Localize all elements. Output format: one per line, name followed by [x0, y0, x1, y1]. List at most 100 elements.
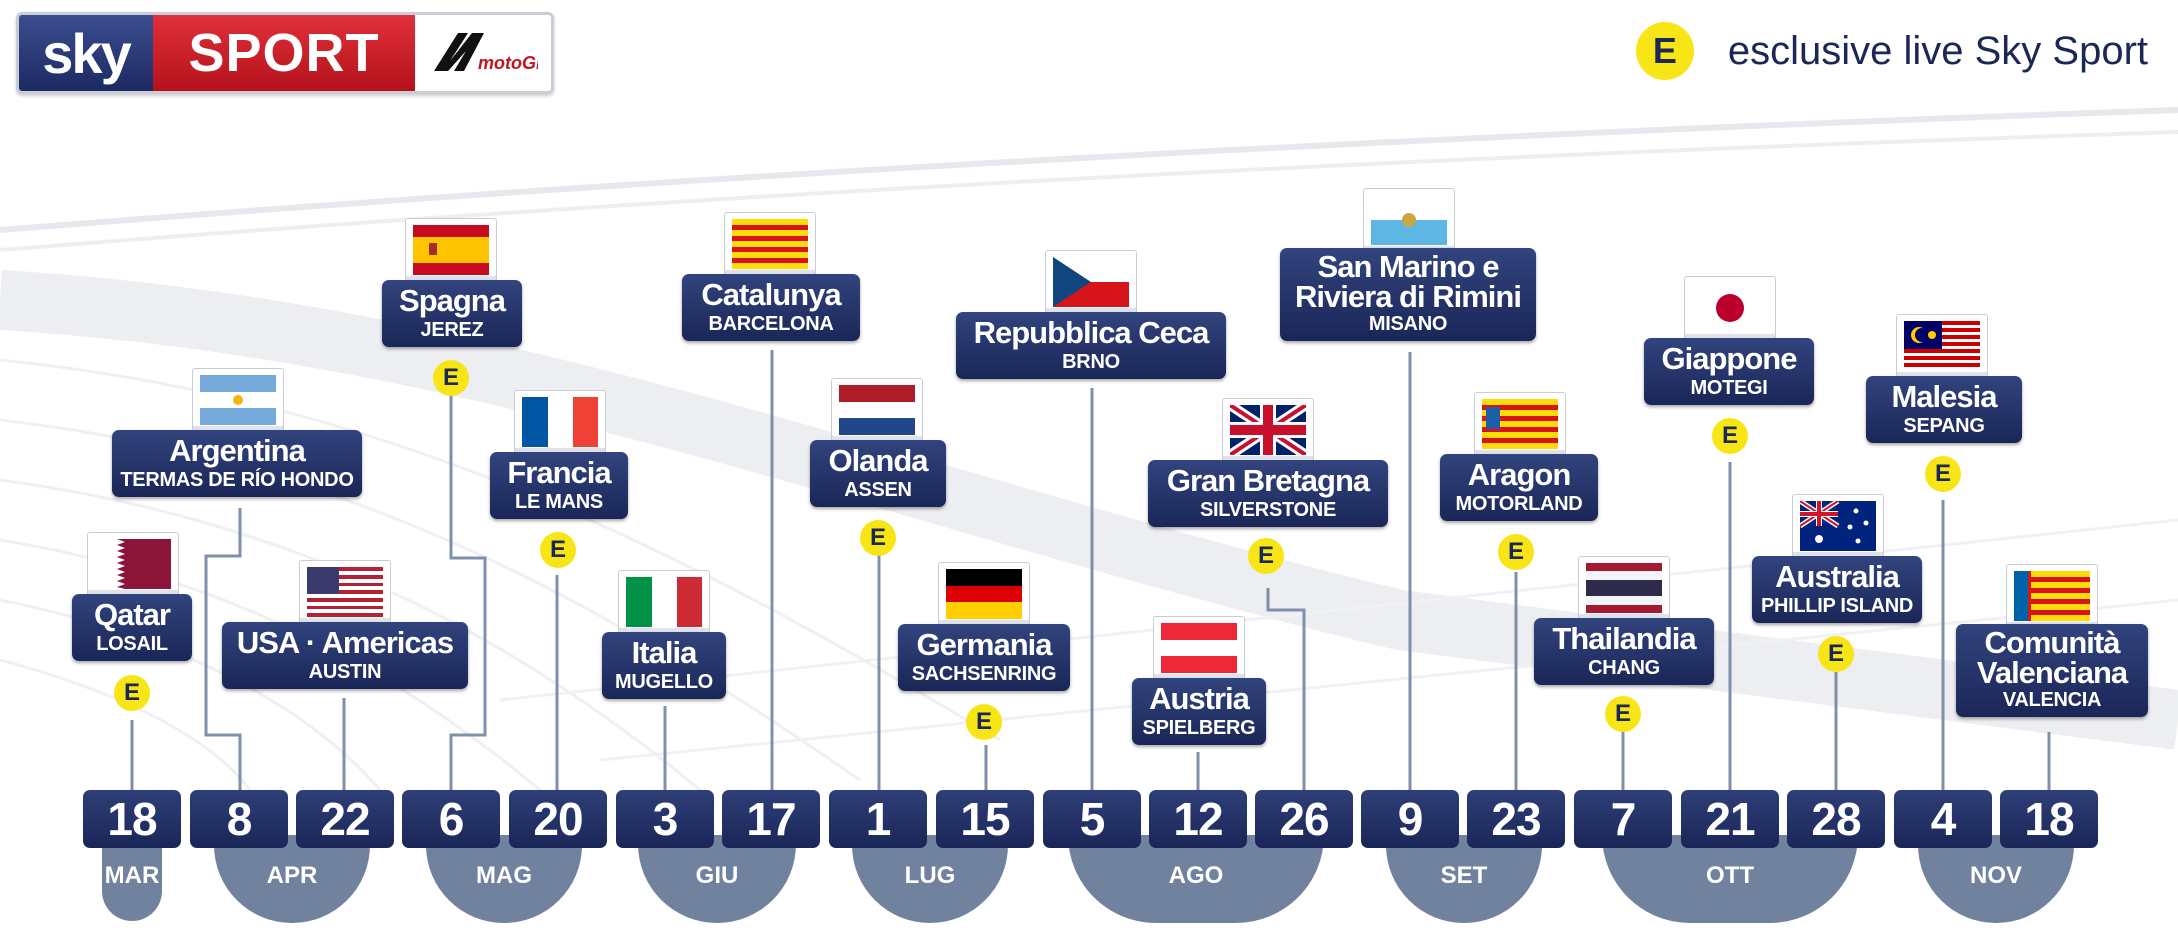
date-box: 21	[1681, 790, 1779, 848]
circuit-name: MUGELLO	[615, 671, 713, 693]
circuit-name: SPIELBERG	[1142, 717, 1256, 739]
month-bowl-ago	[1068, 835, 1324, 923]
japan-flag	[1684, 276, 1776, 340]
logo-sky: sky	[19, 15, 153, 91]
month-label: MAG	[476, 862, 532, 889]
date-box: 5	[1043, 790, 1141, 848]
race-label: Aragon MOTORLAND	[1440, 454, 1598, 521]
country-name: Thailandia	[1552, 621, 1696, 656]
circuit-name: LE MANS	[515, 491, 603, 513]
italy-flag	[618, 570, 710, 634]
date-box: 7	[1574, 790, 1672, 848]
circuit-name: SEPANG	[1903, 415, 1985, 437]
circuit-name: CHANG	[1588, 657, 1660, 679]
month-bowl-ott	[1602, 835, 1858, 923]
race-label: Francia LE MANS	[490, 452, 628, 519]
catalonia-flag	[724, 212, 816, 276]
exclusive-badge: E	[1498, 534, 1534, 570]
legend: E esclusive live Sky Sport	[1635, 22, 2148, 80]
country-name: Giappone	[1661, 341, 1798, 376]
exclusive-badge: E	[114, 675, 150, 711]
circuit-name: LOSAIL	[96, 633, 168, 655]
circuit-name: SILVERSTONE	[1200, 499, 1336, 521]
country-name-line2: Valenciana	[1976, 655, 2128, 690]
circuit-name: BRNO	[1062, 351, 1120, 373]
circuit-name: PHILLIP ISLAND	[1760, 595, 1914, 617]
race-label: Australia PHILLIP ISLAND	[1752, 556, 1922, 623]
month-label: GIU	[695, 862, 739, 889]
circuit-name: SACHSENRING	[911, 663, 1057, 685]
circuit-name: AUSTIN	[308, 661, 382, 683]
country-name: Gran Bretagna	[1166, 463, 1370, 498]
malaysia-flag	[1896, 314, 1988, 378]
germany-flag	[938, 562, 1030, 626]
country-name: Qatar	[94, 597, 171, 632]
date-box: 6	[402, 790, 500, 848]
month-label: NOV	[1969, 862, 2022, 889]
thailand-flag	[1578, 556, 1670, 620]
circuit-name: JEREZ	[420, 319, 484, 341]
country-name-line1: San Marino e	[1317, 249, 1500, 284]
country-name: Australia	[1775, 559, 1900, 594]
race-label: Austria SPIELBERG	[1132, 678, 1266, 745]
country-name: Catalunya	[701, 277, 841, 312]
race-label: USA · Americas AUSTIN	[222, 622, 468, 689]
exclusive-badge: E	[1818, 636, 1854, 672]
race-label: Olanda ASSEN	[810, 440, 946, 507]
country-name: Francia	[507, 455, 611, 490]
race-label: Spagna JEREZ	[382, 280, 522, 347]
date-box: 4	[1894, 790, 1992, 848]
exclusive-badge: E	[1925, 456, 1961, 492]
country-name-line1: Comunità	[1984, 625, 2121, 660]
motogp-icon: motoGP	[434, 33, 538, 73]
motogp-wordmark: motoGP	[478, 53, 538, 73]
exclusive-badge: E	[1248, 538, 1284, 574]
country-name: Italia	[631, 635, 698, 670]
country-name: Malesia	[1891, 379, 1997, 414]
czech-flag	[1045, 250, 1137, 314]
valencia-flag	[2006, 564, 2098, 628]
country-name: Spagna	[399, 283, 506, 318]
month-label: LUG	[904, 862, 956, 889]
race-label: Gran Bretagna SILVERSTONE	[1148, 460, 1388, 527]
month-label: AGO	[1168, 862, 1224, 889]
race-label: Malesia SEPANG	[1866, 376, 2022, 443]
country-name: Austria	[1149, 681, 1250, 716]
race-label: San Marino e Riviera di Rimini MISANO	[1280, 248, 1536, 341]
date-box: 15	[936, 790, 1034, 848]
circuit-name: VALENCIA	[2002, 689, 2102, 711]
country-name: Aragon	[1467, 457, 1572, 492]
austria-flag	[1153, 616, 1245, 680]
country-name: Argentina	[169, 433, 306, 468]
uk-flag	[1222, 398, 1314, 462]
date-box: 17	[722, 790, 820, 848]
month-label: SET	[1440, 862, 1488, 889]
legend-text: esclusive live Sky Sport	[1727, 28, 2148, 73]
race-label: Comunità Valenciana VALENCIA	[1956, 624, 2148, 717]
country-name: USA · Americas	[236, 625, 454, 660]
logo-sport: SPORT	[153, 15, 415, 91]
date-box: 28	[1787, 790, 1885, 848]
netherlands-flag	[831, 378, 923, 442]
exclusive-badge: E	[966, 704, 1002, 740]
race-label: Repubblica Ceca BRNO	[956, 312, 1226, 379]
circuit-name: MISANO	[1368, 313, 1448, 335]
race-label: Argentina TERMAS DE RÍO HONDO	[112, 430, 362, 497]
date-box: 18	[83, 790, 181, 848]
circuit-name: BARCELONA	[708, 313, 834, 335]
circuit-name: MOTORLAND	[1455, 493, 1583, 515]
race-label: Thailandia CHANG	[1534, 618, 1714, 685]
exclusive-badge: E	[433, 360, 469, 396]
country-name: Olanda	[828, 443, 928, 478]
logo-motogp: motoGP	[415, 15, 551, 91]
race-label: Italia MUGELLO	[602, 632, 726, 699]
circuit-name: MOTEGI	[1690, 377, 1768, 399]
race-label: Catalunya BARCELONA	[682, 274, 860, 341]
month-label: OTT	[1706, 862, 1754, 889]
australia-flag	[1792, 494, 1884, 558]
spain-flag	[405, 218, 497, 282]
date-box: 18	[2000, 790, 2098, 848]
country-name: Repubblica Ceca	[973, 315, 1210, 350]
month-bowl-mar	[102, 835, 162, 921]
aragon-flag	[1474, 392, 1566, 456]
